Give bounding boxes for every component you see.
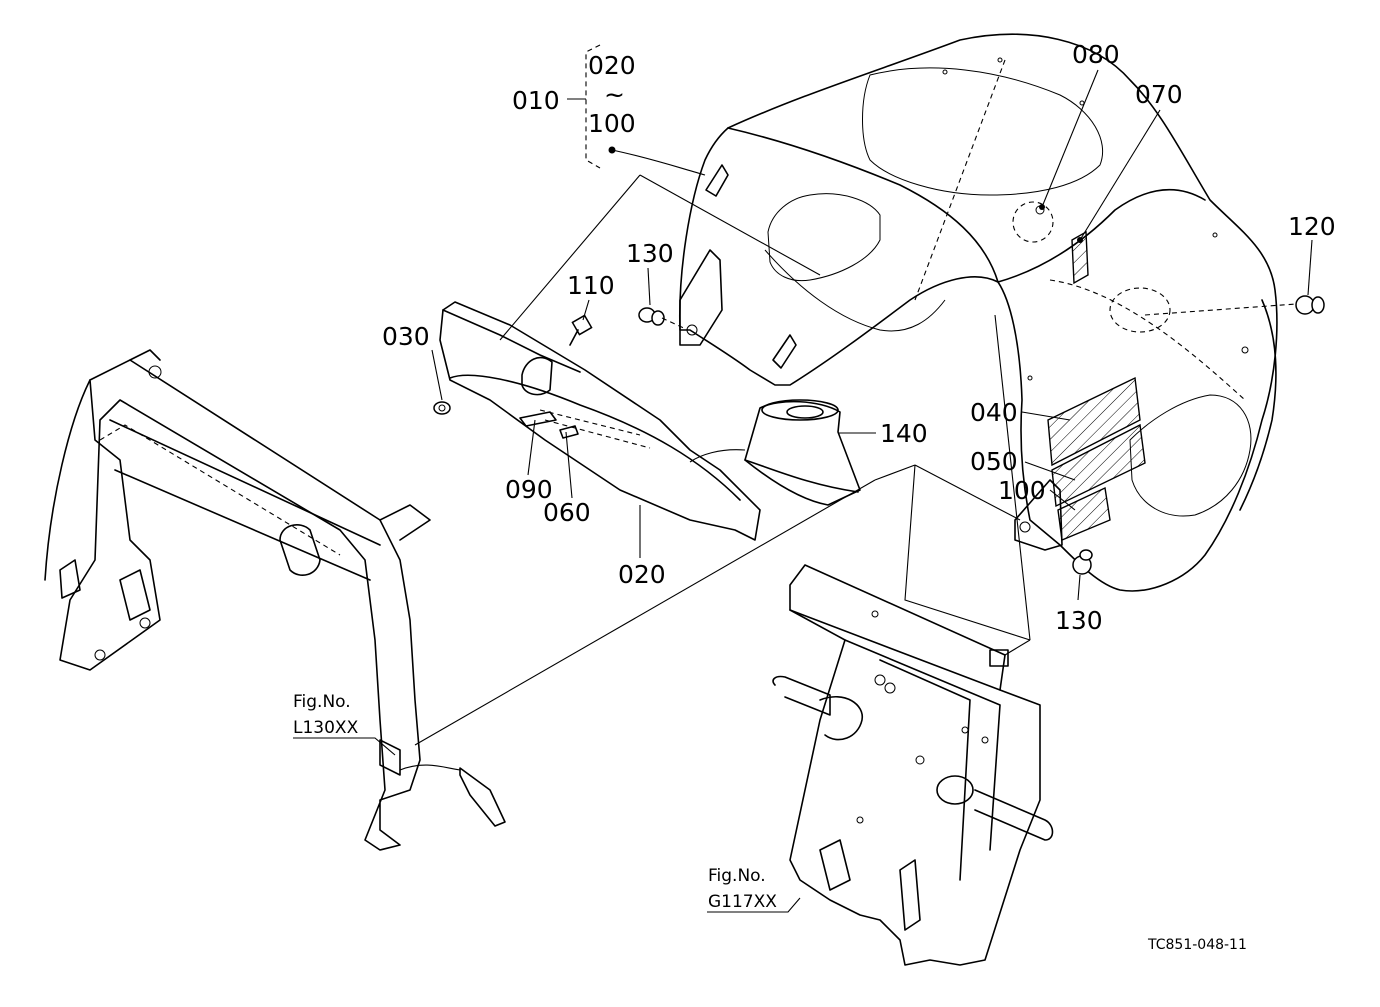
bonnet-grille-window xyxy=(767,193,881,282)
assembly-lines xyxy=(414,174,1031,746)
callout-100-right: 100 xyxy=(998,476,1046,505)
bonnet-outline xyxy=(678,33,1278,592)
nut-030 xyxy=(433,401,451,415)
cover-outline xyxy=(439,301,761,541)
fig-ref-left-code: L130XX xyxy=(293,718,359,738)
bonnet-boss xyxy=(1109,287,1171,333)
callout-tilde: ~ xyxy=(604,80,625,109)
bonnet-clip-upper xyxy=(705,164,729,197)
bolt-110 xyxy=(569,314,593,346)
drawing-code: TC851-048-11 xyxy=(1147,937,1247,953)
decal-040 xyxy=(1047,376,1141,467)
callout-130-upper: 130 xyxy=(626,239,674,268)
callout-060: 060 xyxy=(543,498,591,527)
callout-140: 140 xyxy=(880,419,928,448)
callout-110: 110 xyxy=(567,271,615,300)
bonnet-front-edge xyxy=(727,127,999,283)
fig-ref-right-code: G117XX xyxy=(708,892,777,912)
callout-020-bottom: 020 xyxy=(618,560,666,589)
fig-ref-left-title: Fig.No. xyxy=(293,692,351,712)
decal-080 xyxy=(1012,201,1054,243)
callout-100-top: 100 xyxy=(588,109,636,138)
bolt-130-upper xyxy=(638,307,665,326)
callout-070: 070 xyxy=(1135,80,1183,109)
cover-duct xyxy=(521,356,553,396)
bonnet-right-lip xyxy=(1239,299,1277,511)
decal-060 xyxy=(559,425,579,439)
under-cover-020 xyxy=(439,301,761,541)
bonnet-side-recess xyxy=(1129,394,1252,517)
cover-flange xyxy=(442,309,581,373)
duct-140 xyxy=(689,399,861,506)
callout-080: 080 xyxy=(1072,40,1120,69)
callout-leaders xyxy=(293,44,1313,913)
callout-050: 050 xyxy=(970,447,1018,476)
radiator-frame xyxy=(772,564,1054,966)
callout-020-top: 020 xyxy=(588,51,636,80)
bracket-hole-right xyxy=(1019,521,1031,533)
bonnet-mount-bracket-left xyxy=(679,249,723,346)
decal-090 xyxy=(519,411,557,427)
callout-030: 030 xyxy=(382,322,430,351)
bonnet-clip-lower xyxy=(772,334,797,369)
callouts: 010 020 ~ 100 080 070 120 130 110 030 14… xyxy=(293,40,1336,953)
front-frame xyxy=(44,349,506,851)
plug-120 xyxy=(1295,295,1325,315)
bonnet-top-panel xyxy=(862,67,1104,196)
bonnet-mount-bracket-right xyxy=(1014,479,1063,551)
bolt-130-lower xyxy=(1072,549,1093,575)
bonnet-assembly xyxy=(638,33,1325,592)
decal-070 xyxy=(1071,230,1089,285)
bonnet-side-contour xyxy=(997,188,1206,283)
callout-090: 090 xyxy=(505,475,553,504)
callout-040: 040 xyxy=(970,398,1018,427)
bonnet-lower-recess xyxy=(764,249,946,332)
decal-100 xyxy=(1057,486,1111,541)
callout-120: 120 xyxy=(1288,212,1336,241)
callout-130-lower: 130 xyxy=(1055,606,1103,635)
callout-010: 010 xyxy=(512,86,560,115)
fig-ref-right-title: Fig.No. xyxy=(708,866,766,886)
cover-inner-rim xyxy=(449,374,741,501)
